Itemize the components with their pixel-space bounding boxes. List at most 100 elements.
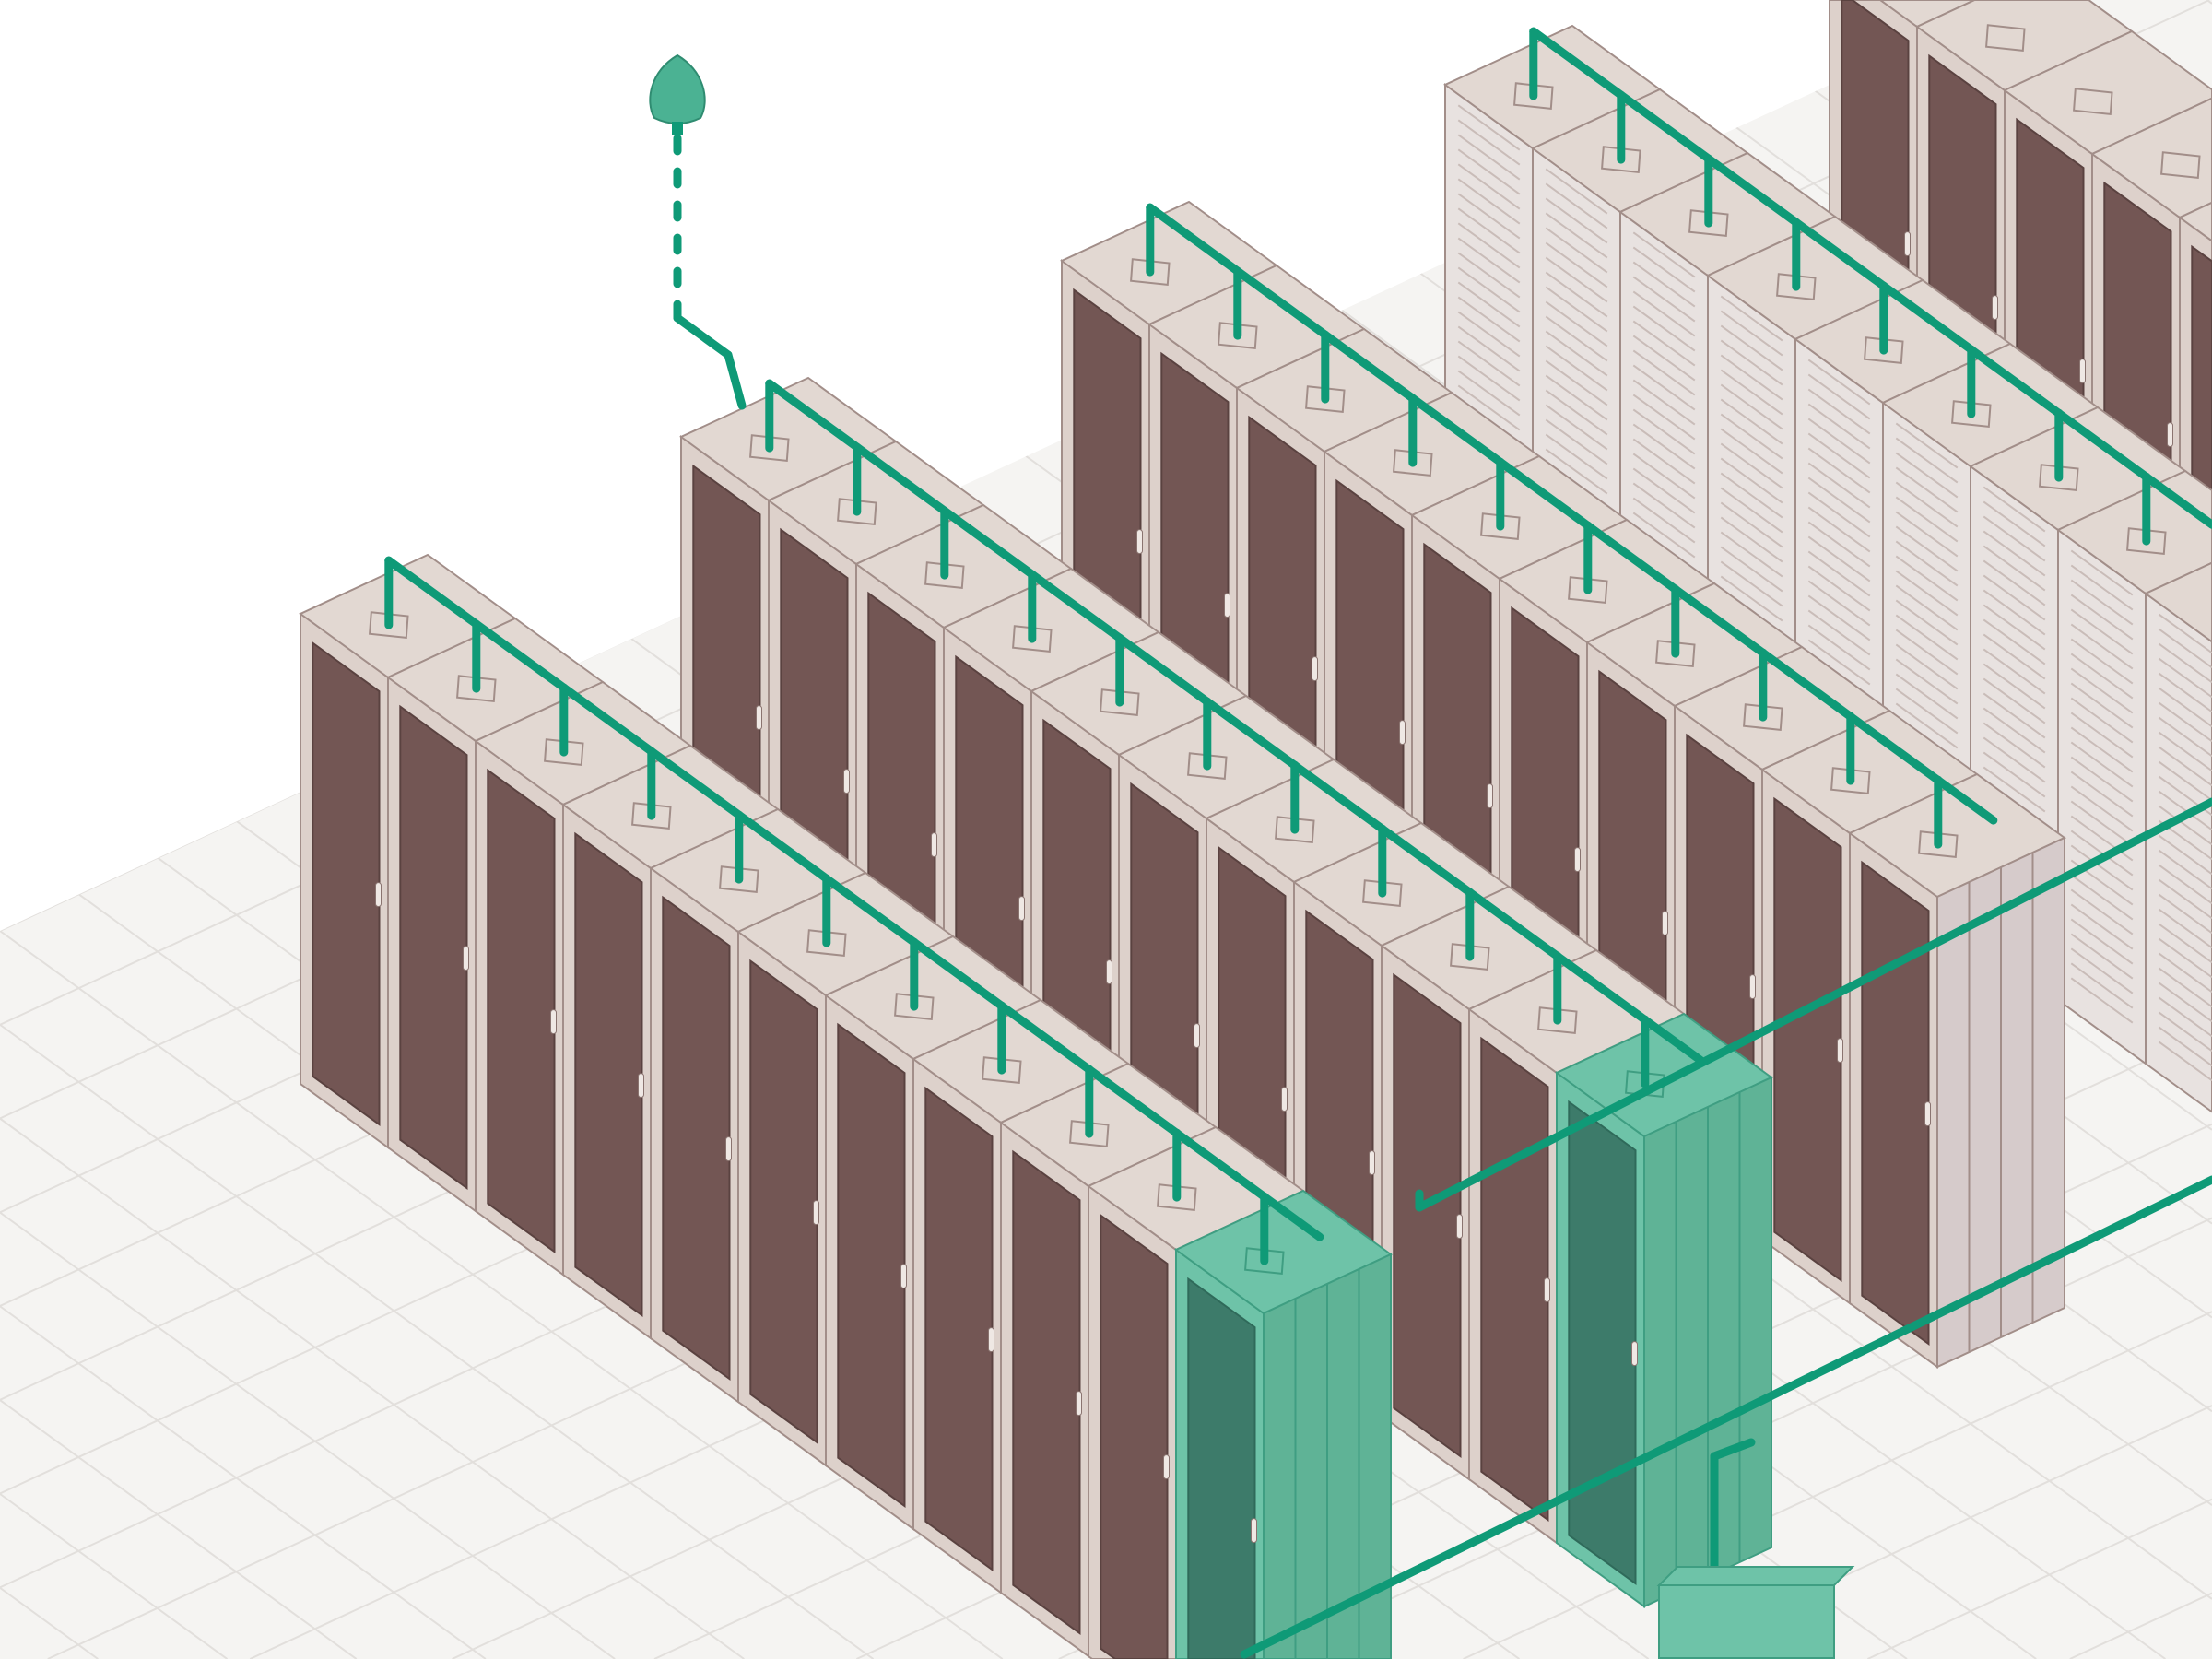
rack-vent-slat [2070,918,2134,965]
rack-vent-slat [1545,330,1608,377]
door-handle [1662,911,1668,936]
rack-vent-slat [1895,629,1959,676]
rack-rows [299,0,2212,1659]
rack-vent-slat [1632,379,1696,426]
rack-vent-slat [1632,438,1696,485]
rack-vent-slat [1807,403,1871,450]
rack-vent-slat [1632,408,1696,455]
rack-top-vent [1157,1183,1197,1212]
rack-vent-slat [2158,878,2212,920]
rack-vent-slat [1983,707,2046,754]
rack-vent-slat [2158,687,2212,728]
rack-vent-slat [1807,447,1871,494]
rack-vent-slat [1983,677,2046,724]
rack-vent-slat [1895,466,1959,513]
rack-vent-slat [1457,340,1521,387]
cable-pipes [384,27,2212,1659]
floor-grid-line [2069,1592,2212,1659]
server-rack [736,871,955,1467]
rack-vent-slat [1807,491,1871,538]
rack-top-vent [1450,943,1490,971]
floor-grid-line [0,1023,875,1659]
rack-top-vent [1537,1006,1578,1035]
rack-vent-slat [1807,565,1871,612]
uplink-pipe [724,350,747,410]
overhead-pipe [384,556,1324,1241]
rack-vent-slat [1895,540,1959,587]
door-handle [1018,896,1025,922]
rack-vent-slat [1983,648,2046,695]
door-handle [1456,1214,1463,1240]
rack-top-vent [894,993,935,1021]
rack-vent-slat [1720,413,1783,460]
server-rack [912,998,1130,1594]
door-handle [463,946,469,971]
rack-vent-slat [1983,604,2046,651]
server-rack [2144,561,2212,1113]
rack-vent-slat [2070,594,2134,641]
rack-top-face [2178,201,2212,242]
rack-vent-slat [1457,134,1521,181]
rack-vent-slat [1632,467,1696,514]
rack-vent-slat [2158,864,2212,905]
door-handle [756,705,762,731]
rack-top-vent [1069,1120,1110,1148]
network-beacon-icon [649,53,1855,1659]
rack-vent-slat [1545,227,1608,274]
rack-vent-slat [2070,697,2134,744]
rack-vent-slat [1632,261,1696,308]
rack-vent-slat [1545,300,1608,347]
rack-top-vent [719,865,759,894]
floor-grid-line [0,1117,745,1659]
rack-vent-slat [1632,349,1696,396]
rack-vent-slat [2158,1026,2212,1067]
door-handle [1136,529,1143,555]
door-handle [1369,1150,1375,1176]
rack-top-face [2144,561,2212,643]
rack-vent-slat [2070,653,2134,700]
rack-vent-slat [1545,404,1608,451]
floor-switch-body [1658,1584,1835,1659]
rack-vent-slat [2158,923,2212,964]
rack-vent-slat [1545,418,1608,465]
overhead-pipe [765,379,1705,1065]
rack-vent-slat [1983,722,2046,769]
door-handle [1399,720,1406,746]
rack-vent-slat [2070,741,2134,788]
rack-vent-slat [1632,497,1696,544]
rack-vent-slat [1983,692,2046,739]
rack-vent-slat [1632,335,1696,382]
floor-grid-line [0,930,1004,1659]
trunk-pipe [1415,797,2212,1212]
rack-vent-slat [1720,442,1783,489]
rack-top-vent [1218,322,1258,350]
rack-vent-slat [1720,398,1783,445]
rack-vent-slat [1545,345,1608,392]
floor-grid-line [0,1493,229,1659]
floor-switch-top [1656,1566,1855,1586]
rack-vent-slat [1632,231,1696,278]
rack-top-vent [1244,1247,1285,1276]
rack-door [1100,1213,1169,1659]
rack-vent-slat [1720,428,1783,475]
rack-vent-slat [2158,805,2212,846]
door-handle [900,1264,907,1289]
rack-vent-slat [1457,355,1521,402]
rack-vent-slat [1895,511,1959,558]
rack-vent-slat [2158,672,2212,713]
rack-vent-slat [1895,658,1959,705]
rack-vent-slat [1457,252,1521,299]
highlighted-rack [1555,1012,1773,1608]
rack-vent-slat [1720,546,1783,593]
rack-vent-slat [1545,315,1608,362]
door-handle [1224,593,1230,618]
rack-top-vent [2039,464,2079,492]
rack-vent-slat [1807,580,1871,627]
rack-vent-slat [1457,178,1521,225]
server-rack [1380,885,1598,1481]
rack-vent-slat [2158,849,2212,890]
door-handle [1194,1023,1200,1049]
rack-vent-slat [1895,555,1959,602]
rack-vent-slat [1807,594,1871,641]
rack-vent-slat [2158,701,2212,743]
